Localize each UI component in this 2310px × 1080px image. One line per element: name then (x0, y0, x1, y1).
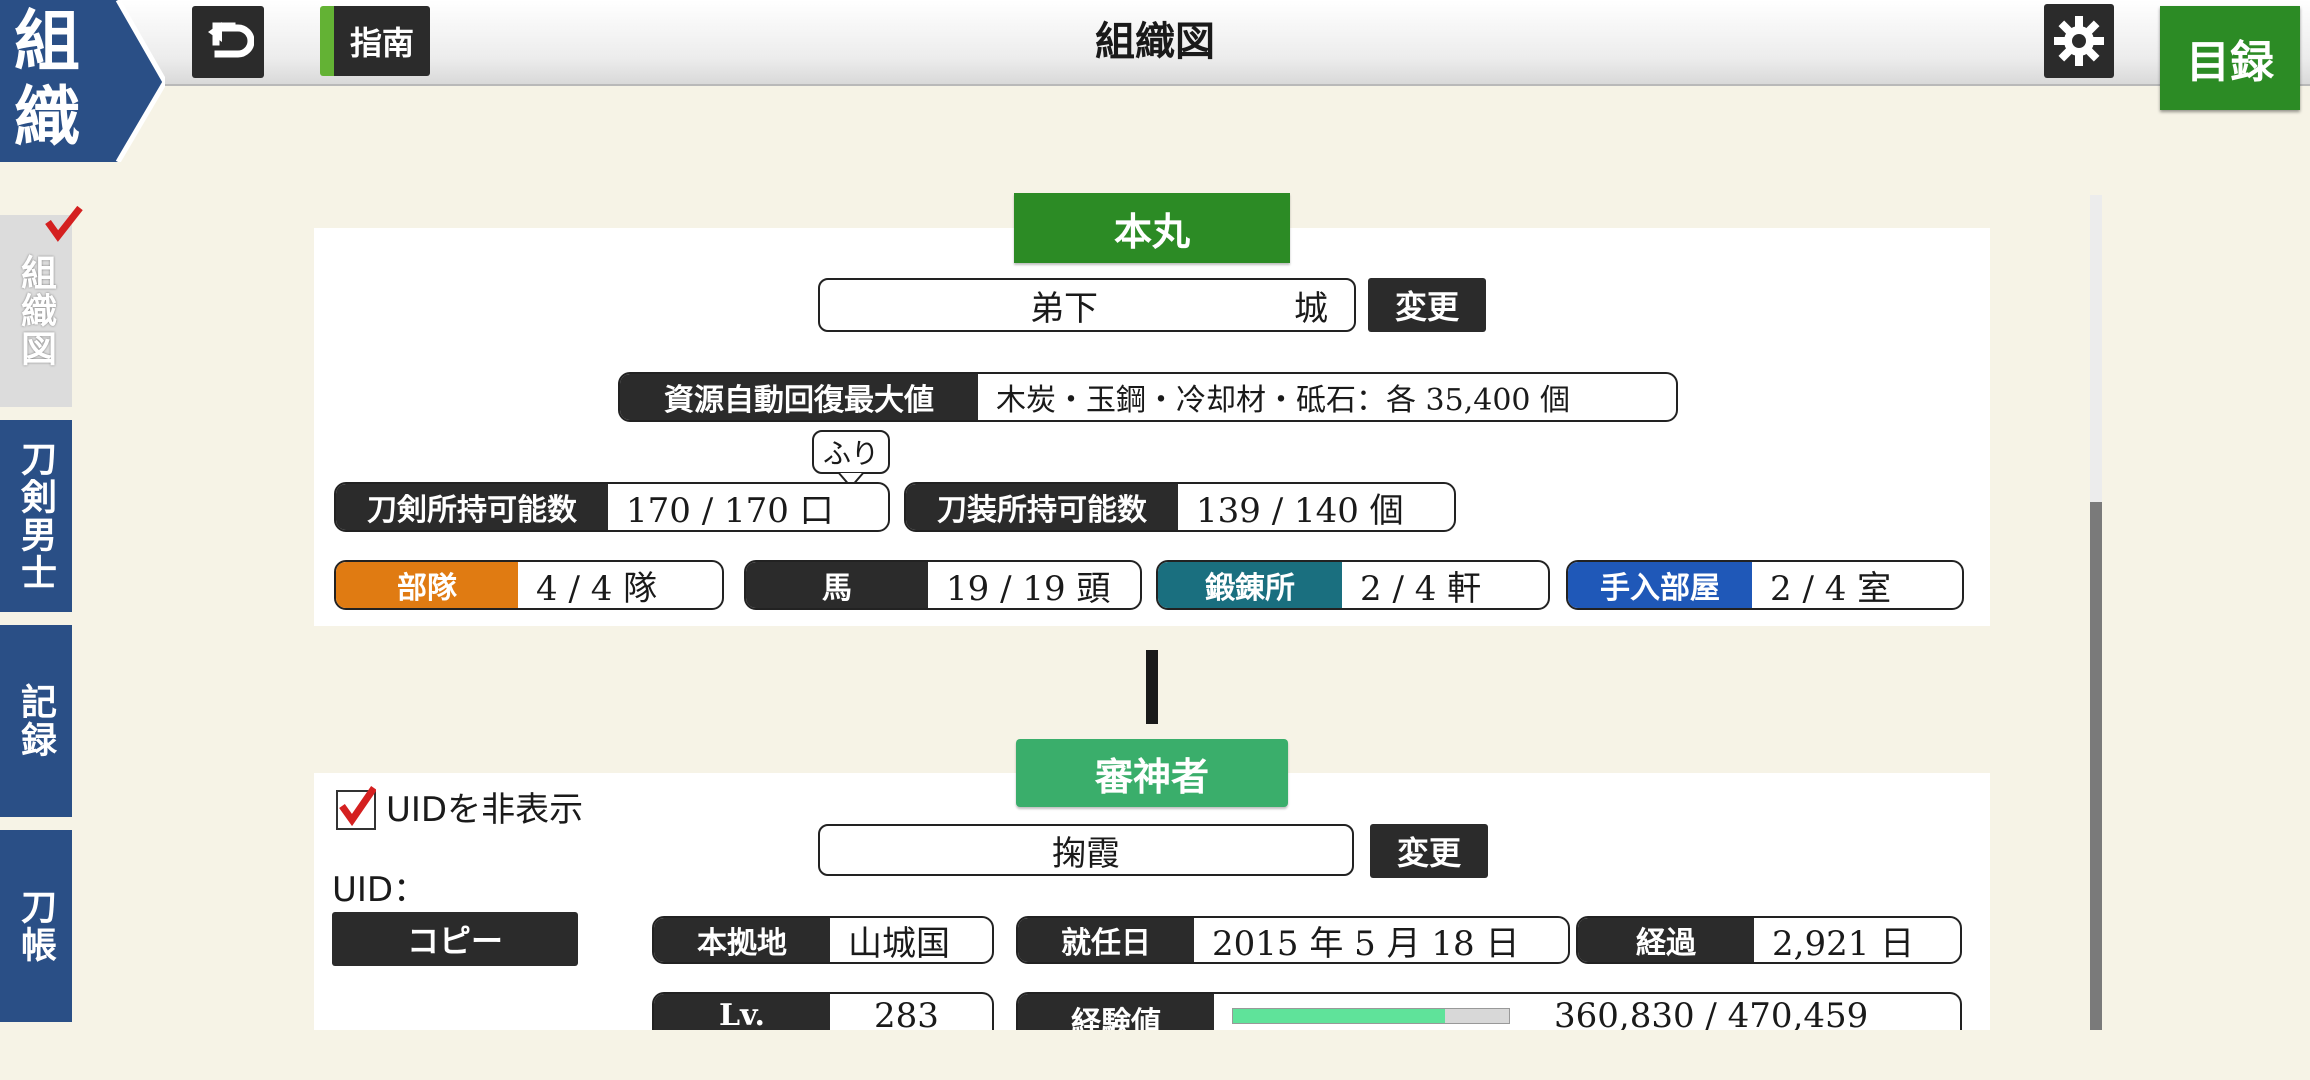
sidebar-tab-label: 記録 (15, 683, 57, 759)
sidebar-tab-sword-warriors[interactable]: 刀剣男士 (0, 420, 72, 612)
base-province-row: 本拠地 山城国 (652, 916, 994, 964)
back-button[interactable] (192, 6, 264, 78)
corner-char-top: 組 (14, 2, 80, 80)
elapsed-days-label: 経過 (1578, 918, 1754, 962)
forge-label: 鍛錬所 (1158, 562, 1342, 608)
bottom-clip (300, 1030, 2110, 1080)
elapsed-days-row: 経過 2,921 日 (1576, 916, 1962, 964)
castle-name-field: 弟下 城 (818, 278, 1356, 332)
experience-value: 360,830 / 470,459 (1554, 996, 1869, 1036)
base-province-value: 山城国 (848, 923, 950, 964)
scrollbar-thumb[interactable] (2090, 502, 2102, 1030)
castle-name: 弟下 (1030, 288, 1098, 329)
forge-value: 2 / 4 軒 (1360, 568, 1482, 609)
page-title: 組織図 (1095, 18, 1215, 65)
sidebar-tab-sword-book[interactable]: 刀帳 (0, 830, 72, 1022)
horses-row: 馬 19 / 19 頭 (744, 560, 1142, 610)
repair-room-label: 手入部屋 (1568, 562, 1752, 608)
resource-max-label: 資源自動回復最大値 (620, 374, 978, 420)
tooltip-bubble: ふり (812, 430, 890, 474)
check-mark-icon (339, 786, 376, 826)
change-saniwa-name-button[interactable]: 変更 (1370, 824, 1488, 878)
forge-row: 鍛錬所 2 / 4 軒 (1156, 560, 1550, 610)
guide-button[interactable]: 指南 (320, 6, 430, 76)
saniwa-name: 掬霞 (1052, 833, 1120, 874)
resource-max-row: 資源自動回復最大値 木炭・玉鋼・冷却材・砥石：各 35,400 個 (618, 372, 1678, 422)
castle-suffix: 城 (1294, 288, 1328, 329)
units-row: 部隊 4 / 4 隊 (334, 560, 724, 610)
tooltip-tail (838, 472, 864, 488)
resource-max-value: 木炭・玉鋼・冷却材・砥石：各 35,400 個 (996, 383, 1571, 418)
appointed-date-row: 就任日 2015 年 5 月 18 日 (1016, 916, 1570, 964)
experience-bar (1232, 1008, 1510, 1024)
sidebar-tab-label: 刀帳 (15, 888, 57, 964)
section-corner-badge: 組 織 (0, 0, 165, 162)
appointed-date-label: 就任日 (1018, 918, 1194, 962)
uid-label: UID： (332, 870, 428, 910)
gear-icon (2054, 16, 2104, 66)
repair-room-row: 手入部屋 2 / 4 室 (1566, 560, 1964, 610)
tree-connector (1146, 650, 1158, 724)
equipment-capacity-row: 刀装所持可能数 139 / 140 個 (904, 482, 1456, 532)
units-value: 4 / 4 隊 (536, 568, 658, 609)
level-value: 283 (874, 996, 939, 1036)
catalog-button[interactable]: 目録 (2160, 6, 2300, 110)
check-mark-icon (45, 205, 83, 242)
sword-capacity-value: 170 / 170 口 (626, 490, 834, 531)
appointed-date-value: 2015 年 5 月 18 日 (1212, 923, 1520, 964)
sidebar-tab-label: 組織図 (15, 254, 57, 368)
sidebar-tab-organization-chart[interactable]: 組織図 (0, 215, 72, 407)
saniwa-header: 審神者 (1016, 739, 1288, 807)
horses-label: 馬 (746, 562, 928, 608)
sword-capacity-label: 刀剣所持可能数 (336, 484, 608, 530)
corner-shape (0, 0, 165, 162)
change-castle-name-button[interactable]: 変更 (1368, 278, 1486, 332)
sword-capacity-row: 刀剣所持可能数 170 / 170 口 (334, 482, 890, 532)
equipment-capacity-label: 刀装所持可能数 (906, 484, 1178, 530)
saniwa-name-field: 掬霞 (818, 824, 1354, 876)
hide-uid-label: UIDを非表示 (386, 790, 584, 830)
units-label: 部隊 (336, 562, 518, 608)
copy-uid-button[interactable]: コピー (332, 912, 578, 966)
undo-arrow-icon (208, 22, 254, 58)
honmaru-header: 本丸 (1014, 193, 1290, 263)
sidebar-tab-records[interactable]: 記録 (0, 625, 72, 817)
corner-char-bottom: 織 (14, 78, 80, 156)
saniwa-panel (314, 773, 1990, 1030)
base-province-label: 本拠地 (654, 918, 830, 962)
experience-bar-fill (1233, 1009, 1445, 1023)
hide-uid-checkbox[interactable] (336, 786, 376, 830)
repair-room-value: 2 / 4 室 (1770, 568, 1892, 609)
sidebar-tab-label: 刀剣男士 (15, 440, 57, 592)
settings-button[interactable] (2044, 4, 2114, 78)
horses-value: 19 / 19 頭 (946, 568, 1111, 609)
equipment-capacity-value: 139 / 140 個 (1196, 490, 1404, 531)
elapsed-days-value: 2,921 日 (1772, 923, 1915, 964)
